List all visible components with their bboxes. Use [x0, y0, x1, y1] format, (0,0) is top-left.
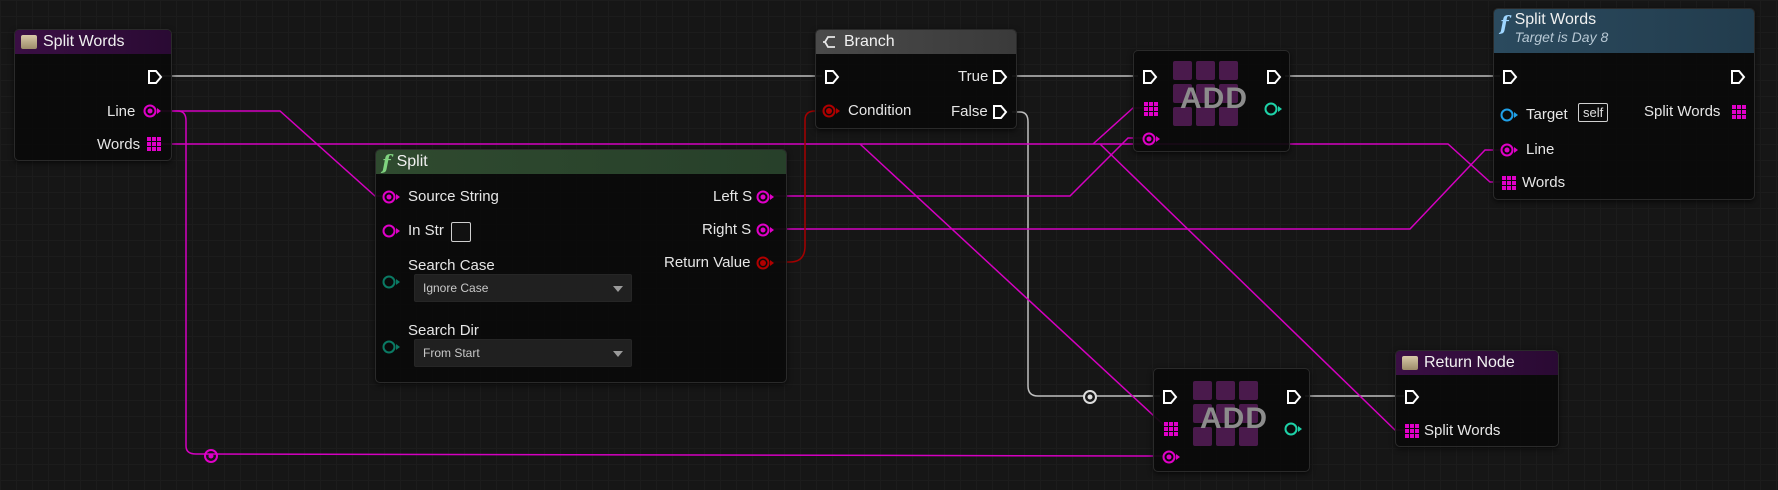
function-icon: f	[382, 150, 391, 174]
branch-icon	[823, 36, 835, 48]
add-label: ADD	[1180, 82, 1248, 115]
pin-label-words: Words	[1522, 174, 1566, 191]
enum-in-pin[interactable]	[382, 274, 402, 290]
split-words-event-node[interactable]: Split Words Line Words	[14, 29, 172, 161]
node-header: Branch	[816, 30, 1016, 54]
pin-label-split-words: Split Words	[1424, 422, 1501, 439]
array-in-pin[interactable]	[1143, 101, 1159, 117]
exec-out-pin[interactable]	[1286, 389, 1302, 405]
event-icon	[21, 35, 37, 49]
pin-label-search-case: Search Case	[408, 257, 495, 274]
array-in-pin[interactable]	[1404, 423, 1420, 439]
function-icon: f	[1500, 11, 1509, 35]
pin-label-in-str: In Str	[408, 222, 444, 239]
search-dir-dropdown[interactable]: From Start	[414, 339, 632, 367]
exec-out-pin[interactable]	[1266, 69, 1282, 85]
exec-in-pin[interactable]	[824, 69, 840, 85]
string-in-pin[interactable]	[382, 189, 402, 205]
in-str-input-box[interactable]	[451, 222, 471, 242]
exec-in-pin[interactable]	[1404, 389, 1420, 405]
node-title: Split	[396, 153, 428, 170]
string-in-pin[interactable]	[1162, 449, 1182, 465]
exec-wire	[1012, 111, 1085, 397]
pin-label-words: Words	[97, 136, 141, 153]
node-header: f Split	[376, 150, 786, 174]
exec-out-pin[interactable]	[147, 69, 163, 85]
node-header: Return Node	[1396, 351, 1558, 375]
pin-label-line: Line	[107, 103, 136, 120]
string-wire	[770, 137, 1148, 197]
string-wire	[770, 149, 1500, 230]
exec-in-pin[interactable]	[1142, 69, 1158, 85]
node-header: Split Words	[15, 30, 171, 54]
array-add-node-top[interactable]: ADD	[1133, 50, 1290, 152]
exec-true-pin[interactable]	[992, 69, 1008, 85]
target-self-box[interactable]: self	[1578, 103, 1609, 122]
search-case-value: Ignore Case	[423, 281, 489, 295]
pin-label-line: Line	[1526, 141, 1555, 158]
int-out-pin[interactable]	[1284, 421, 1304, 437]
split-function-node[interactable]: f Split Source String In Str Search Case…	[375, 149, 787, 383]
exec-in-pin[interactable]	[1502, 69, 1518, 85]
string-in-pin[interactable]	[1142, 131, 1162, 147]
array-out-pin[interactable]	[146, 136, 162, 152]
branch-node[interactable]: Branch True Condition False	[815, 29, 1017, 129]
return-icon	[1402, 356, 1418, 370]
node-title: Branch	[844, 33, 895, 50]
array-in-pin[interactable]	[1501, 175, 1517, 191]
add-label: ADD	[1200, 402, 1268, 435]
string-in-pin[interactable]	[1500, 142, 1520, 158]
array-add-node-bottom[interactable]: ADD	[1153, 368, 1310, 472]
reroute-exec-knot[interactable]	[1082, 389, 1098, 405]
exec-out-pin[interactable]	[1730, 69, 1746, 85]
bool-out-pin[interactable]	[756, 255, 776, 271]
node-subtitle: Target is Day 8	[1514, 29, 1609, 45]
string-out-pin[interactable]	[143, 103, 163, 119]
node-title: Split Words	[1514, 11, 1597, 28]
string-out-pin[interactable]	[756, 222, 776, 238]
array-in-pin[interactable]	[1163, 421, 1179, 437]
pin-label-return-value: Return Value	[664, 254, 751, 271]
string-wire	[160, 110, 382, 197]
add-node-icon	[1193, 381, 1258, 446]
pin-label-source-string: Source String	[408, 188, 499, 205]
node-title: Split Words	[43, 33, 125, 50]
node-header: f Split Words Target is Day 8	[1494, 9, 1754, 53]
return-node[interactable]: Return Node Split Words	[1395, 350, 1559, 447]
chevron-down-icon	[613, 351, 623, 357]
array-wire	[160, 143, 1500, 183]
search-case-dropdown[interactable]: Ignore Case	[414, 274, 632, 302]
node-title: Return Node	[1424, 354, 1515, 371]
pin-label-false: False	[951, 103, 988, 120]
enum-in-pin[interactable]	[382, 339, 402, 355]
pin-label-target: Target	[1526, 106, 1568, 123]
string-in-pin[interactable]	[382, 223, 402, 239]
pin-label-condition: Condition	[848, 102, 912, 119]
pin-label-left-s: Left S	[713, 188, 753, 205]
add-node-icon	[1173, 61, 1238, 126]
pin-label-right-s: Right S	[702, 221, 752, 238]
exec-false-pin[interactable]	[992, 104, 1008, 120]
string-out-pin[interactable]	[756, 189, 776, 205]
exec-in-pin[interactable]	[1162, 389, 1178, 405]
array-wire	[859, 143, 1168, 429]
bool-in-pin[interactable]	[822, 103, 842, 119]
chevron-down-icon	[613, 286, 623, 292]
search-dir-value: From Start	[423, 346, 480, 360]
pin-label-true: True	[958, 68, 989, 85]
array-out-pin[interactable]	[1731, 104, 1747, 120]
object-in-pin[interactable]	[1500, 107, 1520, 123]
split-words-call-node[interactable]: f Split Words Target is Day 8 Target sel…	[1493, 8, 1755, 200]
int-out-pin[interactable]	[1264, 101, 1284, 117]
pin-label-split-words-out: Split Words	[1644, 103, 1721, 120]
pin-label-search-dir: Search Dir	[408, 322, 479, 339]
reroute-string-knot[interactable]	[203, 448, 219, 464]
